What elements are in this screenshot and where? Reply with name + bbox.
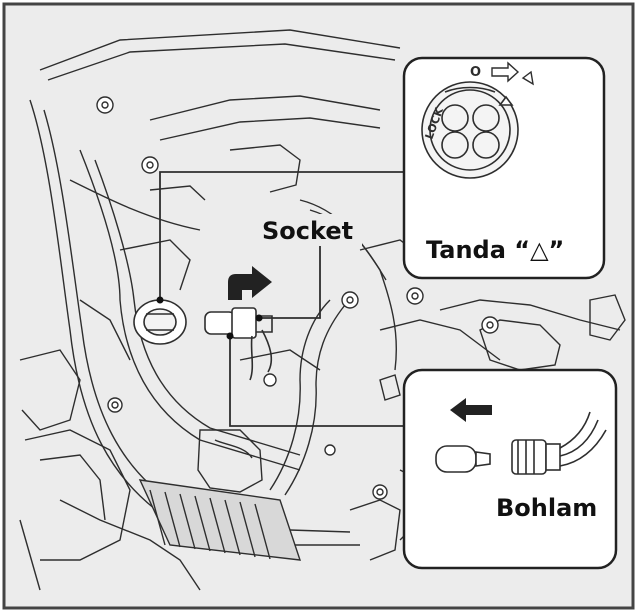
bulb-removal-inset: Bohlam [404, 370, 616, 568]
socket-rotation-inset: LOCK O Tanda “△” [404, 58, 604, 278]
socket-hole [134, 300, 186, 344]
bohlam-label: Bohlam [496, 494, 597, 522]
inset-bottom-box [404, 370, 616, 568]
tanda-label: Tanda “△” [426, 236, 564, 264]
socket-label: Socket [262, 217, 353, 245]
open-mark: O [470, 65, 481, 80]
